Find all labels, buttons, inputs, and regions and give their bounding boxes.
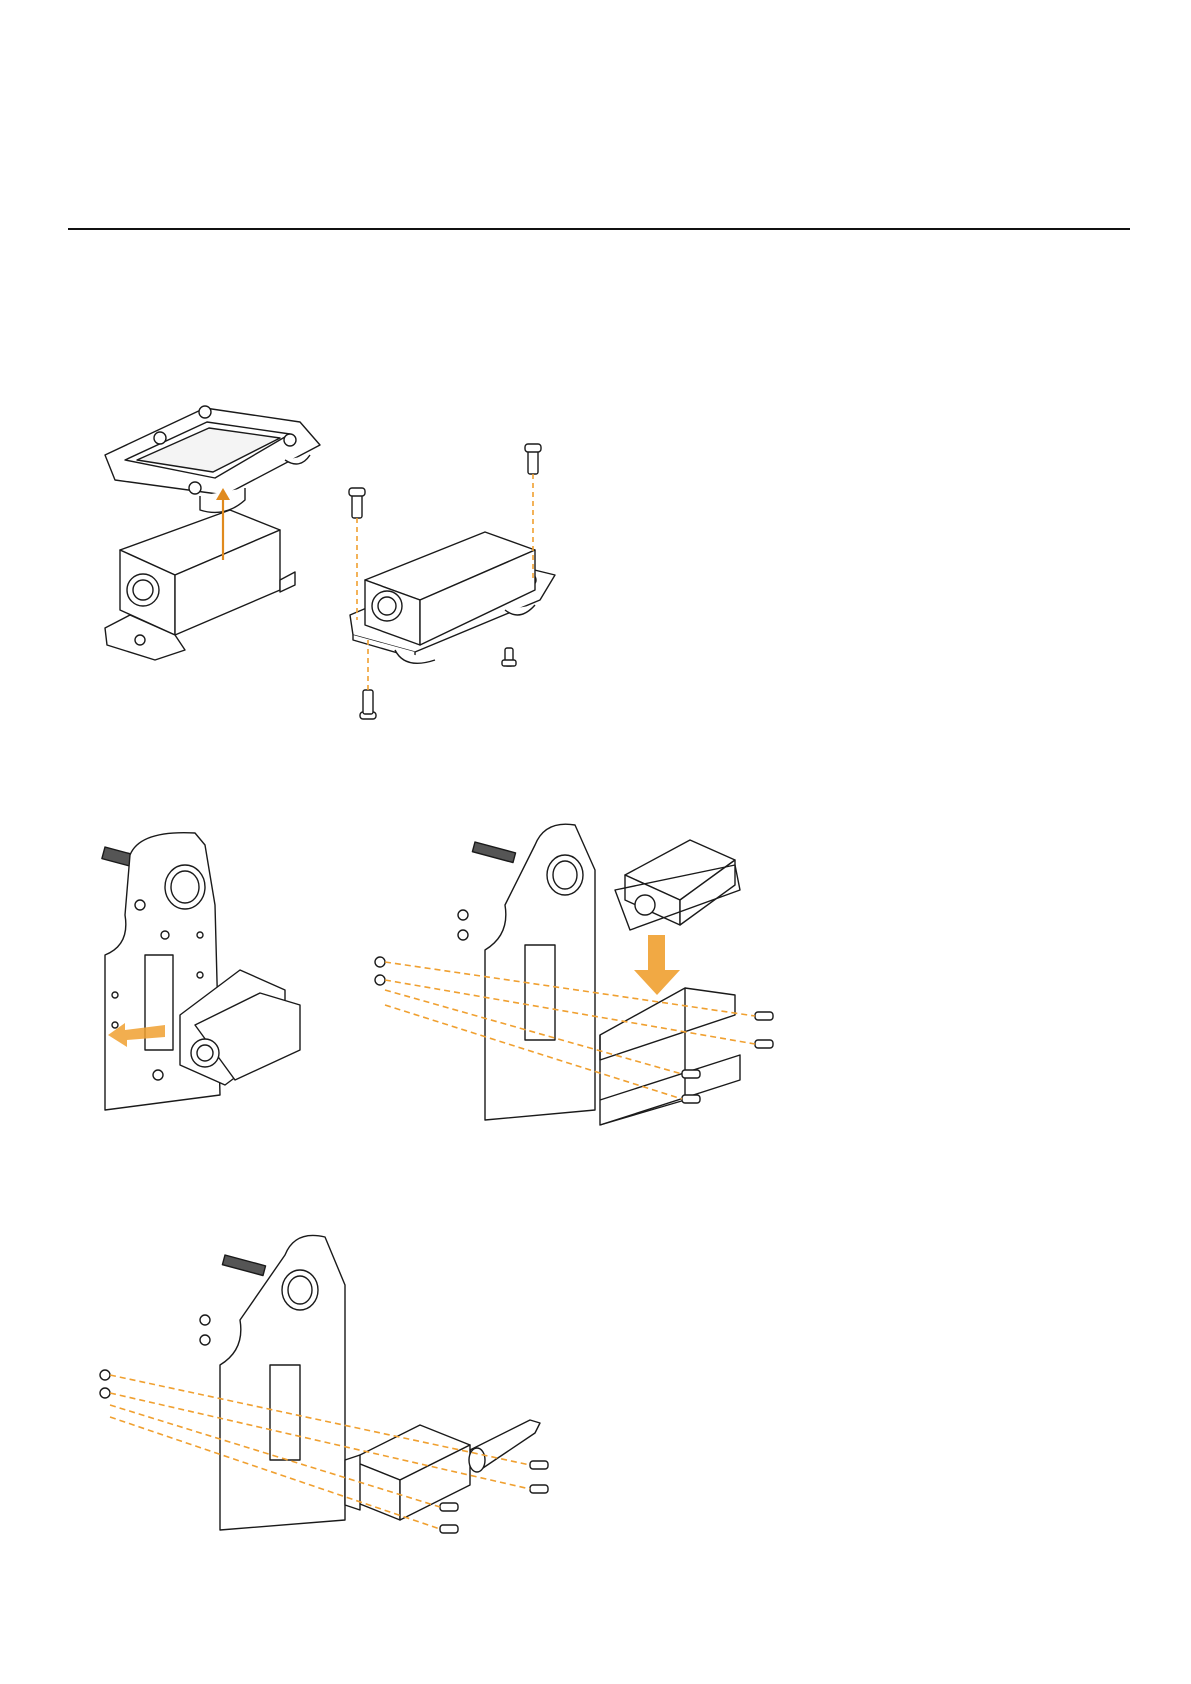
header-divider: [68, 228, 1130, 230]
threaded-stud: [222, 1255, 265, 1276]
fig-sensor-unmount-from-base: [95, 400, 335, 675]
drop-arrow: [634, 935, 680, 995]
fig-plate-bracket-assembly: [360, 820, 800, 1130]
mounting-plate: [220, 1235, 345, 1530]
fig-sensor-mount-with-screws: [345, 440, 585, 735]
fig-plate-insert-sensor: [100, 825, 315, 1115]
fig-plate-sensor-probe-assembly: [90, 1235, 560, 1545]
l-bracket: [600, 988, 685, 1125]
threaded-stud: [472, 842, 515, 863]
